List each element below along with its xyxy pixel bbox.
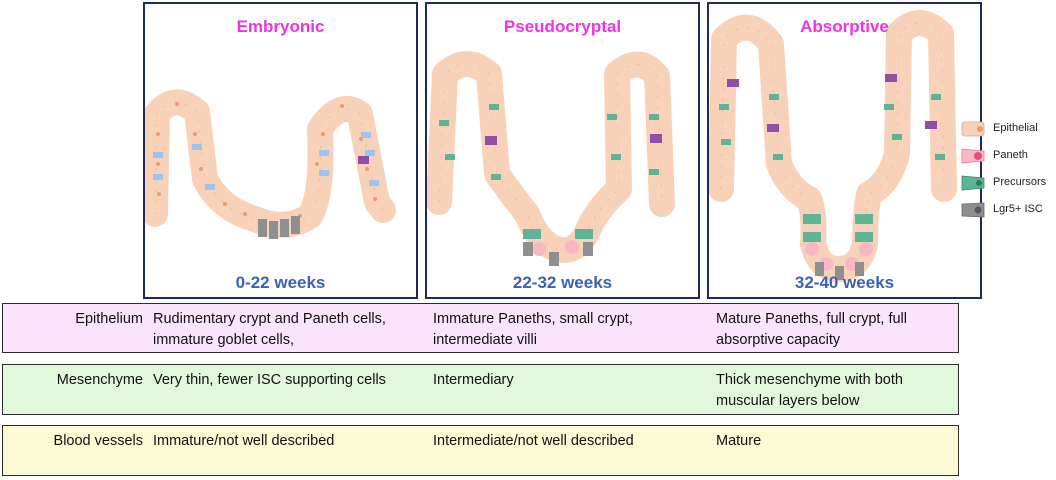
stage-weeks: 22-32 weeks: [512, 273, 613, 292]
embryonic-purple-cell: [358, 156, 369, 164]
stage-weeks: 32-40 weeks: [794, 273, 895, 292]
legend-item-precursors: Precursors: [960, 174, 1056, 201]
stage-title: Embryonic: [236, 17, 325, 36]
embryonic-lgr5-cells: [258, 216, 300, 239]
legend-item-lgr5: Lgr5+ ISC: [960, 201, 1056, 228]
row-header: Epithelium: [75, 311, 143, 327]
row-cell-pseudocryptal: Intermediate/not well described: [433, 433, 634, 449]
lgr5-isc-cell-icon: [961, 202, 985, 218]
stage-weeks: 0-22 weeks: [235, 273, 326, 292]
absorptive-precursor-cells: [719, 94, 945, 242]
row-cell-absorptive: Mature: [716, 433, 762, 449]
precursor-cell-icon: [961, 175, 985, 191]
absorptive-purple-cells: [727, 74, 937, 132]
pseudocryptal-epithelium: [427, 51, 675, 263]
legend-label: Paneth: [993, 149, 1028, 161]
embryonic-crypt-illustration: [145, 89, 396, 239]
pseudocryptal-paneth-cells: [532, 240, 579, 256]
row-cell-pseudocryptal: Immature Paneths, small crypt, intermedi…: [433, 311, 633, 348]
paneth-cell-icon: [961, 148, 985, 164]
pseudocryptal-precursor-cells: [439, 104, 659, 239]
absorptive-crypt-illustration: [709, 10, 957, 282]
stage-panel-pseudocryptal: Pseudocryptal 22-32 weeks: [425, 2, 700, 299]
row-blood-vessels: Blood vessels Immature/not well describe…: [2, 425, 959, 476]
legend-item-epithelial: Epithelial: [960, 120, 1056, 147]
legend-label: Lgr5+ ISC: [993, 203, 1043, 215]
row-epithelium: Epithelium Rudimentary crypt and Paneth …: [2, 303, 959, 353]
stage-panel-absorptive: Absorptive 32-40 weeks: [707, 2, 982, 299]
legend-item-paneth: Paneth: [960, 147, 1056, 174]
absorptive-lgr5-cells: [815, 262, 864, 280]
row-mesenchyme: Mesenchyme Very thin, fewer ISC supporti…: [2, 364, 959, 415]
epithelial-cell-icon: [961, 121, 985, 137]
row-header: Mesenchyme: [56, 372, 143, 388]
cell-type-legend: Epithelial Paneth Precursors Lgr5+ ISC: [960, 120, 1056, 228]
pseudocryptal-purple-cells: [485, 134, 662, 145]
row-cell-embryonic: Immature/not well described: [153, 433, 335, 449]
row-cell-absorptive: Thick mesenchyme with both muscular laye…: [716, 372, 903, 409]
row-cell-embryonic: Very thin, fewer ISC supporting cells: [153, 372, 386, 388]
embryonic-epithelium: [145, 89, 396, 238]
legend-label: Precursors: [993, 176, 1047, 188]
pseudocryptal-lgr5-cells: [523, 242, 593, 266]
stage-title: Pseudocryptal: [503, 17, 622, 36]
row-header: Blood vessels: [53, 433, 143, 449]
stage-title: Absorptive: [800, 17, 889, 36]
row-cell-absorptive: Mature Paneths, full crypt, full absorpt…: [716, 311, 907, 348]
row-cell-embryonic: Rudimentary crypt and Paneth cells, imma…: [153, 311, 386, 348]
embryonic-goblet-cells: [153, 132, 379, 190]
pseudocryptal-crypt-illustration: [427, 51, 675, 266]
stage-panel-embryonic: Embryonic 0-22 weeks: [143, 2, 418, 299]
row-cell-pseudocryptal: Intermediary: [433, 372, 514, 388]
legend-label: Epithelial: [993, 122, 1038, 134]
absorptive-epithelium: [709, 10, 957, 282]
